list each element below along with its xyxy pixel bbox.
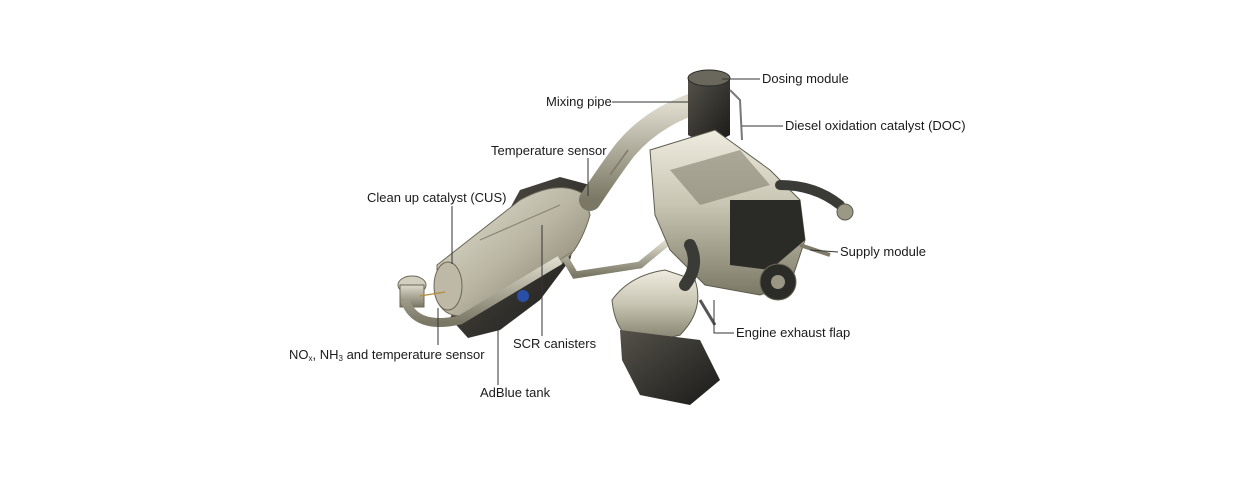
label-adblue-tank: AdBlue tank — [480, 385, 551, 400]
nox-sub1: x — [308, 354, 313, 363]
label-scr-canisters: SCR canisters — [513, 336, 597, 351]
dosing-module-shape — [687, 69, 743, 142]
nox-sub2: 3 — [338, 354, 343, 363]
label-supply-module: Supply module — [840, 244, 926, 259]
exhaust-flap-unit-shape — [611, 239, 720, 405]
leader-lines — [437, 78, 839, 385]
label-doc: Diesel oxidation catalyst (DOC) — [785, 118, 966, 133]
nox-part3: and temperature sensor — [342, 347, 485, 362]
label-clean-up-catalyst: Clean up catalyst (CUS) — [367, 190, 507, 205]
nox-part2: , NH — [312, 347, 339, 362]
nox-part1: NO — [289, 347, 309, 362]
leader-supply — [809, 249, 839, 253]
label-mixing-pipe: Mixing pipe — [546, 94, 612, 109]
adblue-cap-icon — [517, 290, 529, 302]
engine-block-shape — [649, 129, 854, 301]
leader-flap — [713, 300, 734, 334]
cus-outlet-shape — [397, 256, 563, 327]
connecting-pipe-shape — [561, 239, 671, 279]
scr-canisters-shape — [433, 187, 591, 317]
label-nox-sensor: NOx, NH3 and temperature sensor — [289, 347, 485, 367]
label-dosing-module: Dosing module — [762, 71, 849, 86]
label-temperature-sensor: Temperature sensor — [491, 143, 607, 158]
label-engine-exhaust-flap: Engine exhaust flap — [736, 325, 851, 340]
mixing-pipe-shape — [579, 94, 701, 211]
